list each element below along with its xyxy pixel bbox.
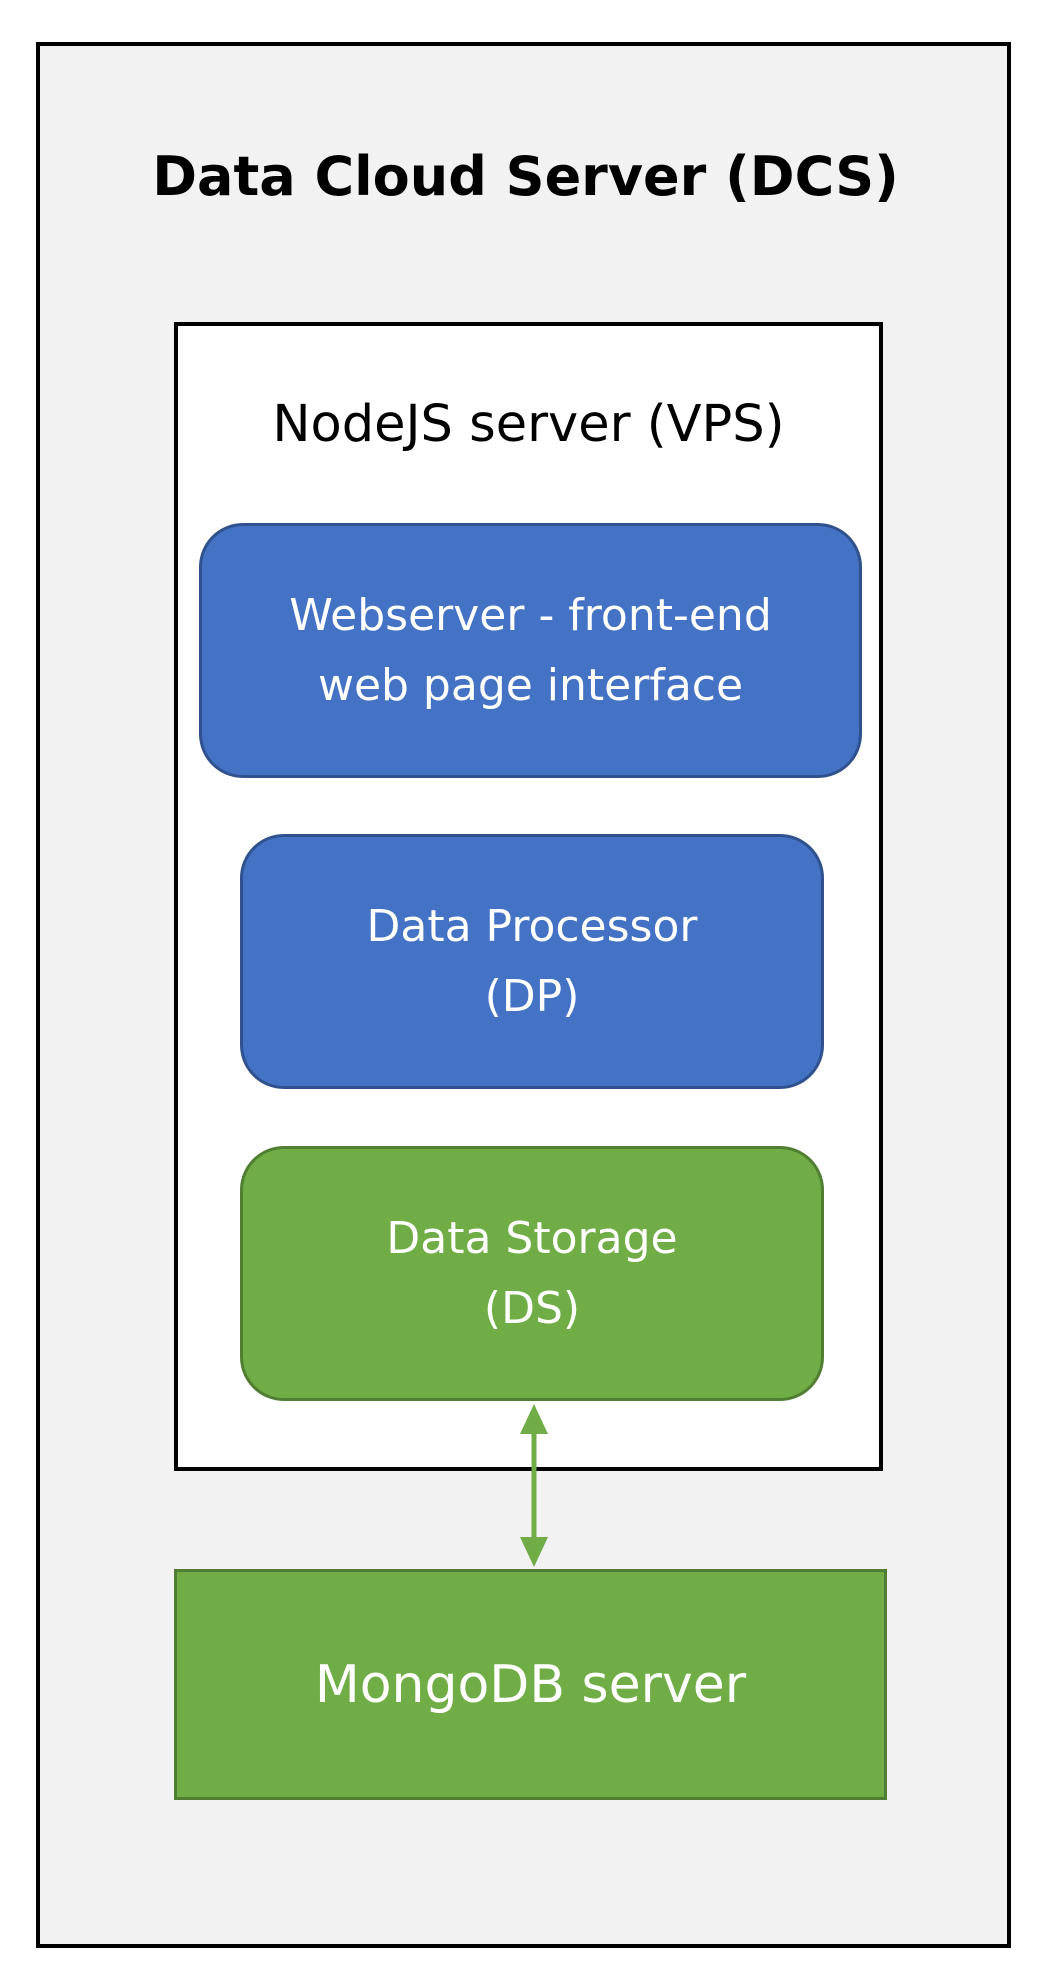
data-storage-label-line2: (DS) (483, 1282, 581, 1334)
webserver-box: Webserver - front-end web page interface (199, 523, 862, 778)
dcs-title: Data Cloud Server (DCS) (152, 145, 899, 208)
data-storage-box: Data Storage (DS) (240, 1146, 824, 1401)
webserver-label-line2: web page interface (317, 659, 744, 711)
arrow-head-down (520, 1537, 548, 1567)
data-processor-label-line2: (DP) (484, 970, 580, 1022)
data-storage-label-line1: Data Storage (386, 1212, 678, 1264)
mongodb-server-label: MongoDB server (314, 1654, 747, 1715)
data-processor-label-line1: Data Processor (366, 900, 698, 952)
nodejs-server-title: NodeJS server (VPS) (272, 395, 785, 454)
data-processor-box: Data Processor (DP) (240, 834, 824, 1089)
webserver-label-line1: Webserver - front-end (289, 589, 772, 641)
mongodb-server-box: MongoDB server (174, 1569, 887, 1800)
arrow-head-up (520, 1404, 548, 1434)
